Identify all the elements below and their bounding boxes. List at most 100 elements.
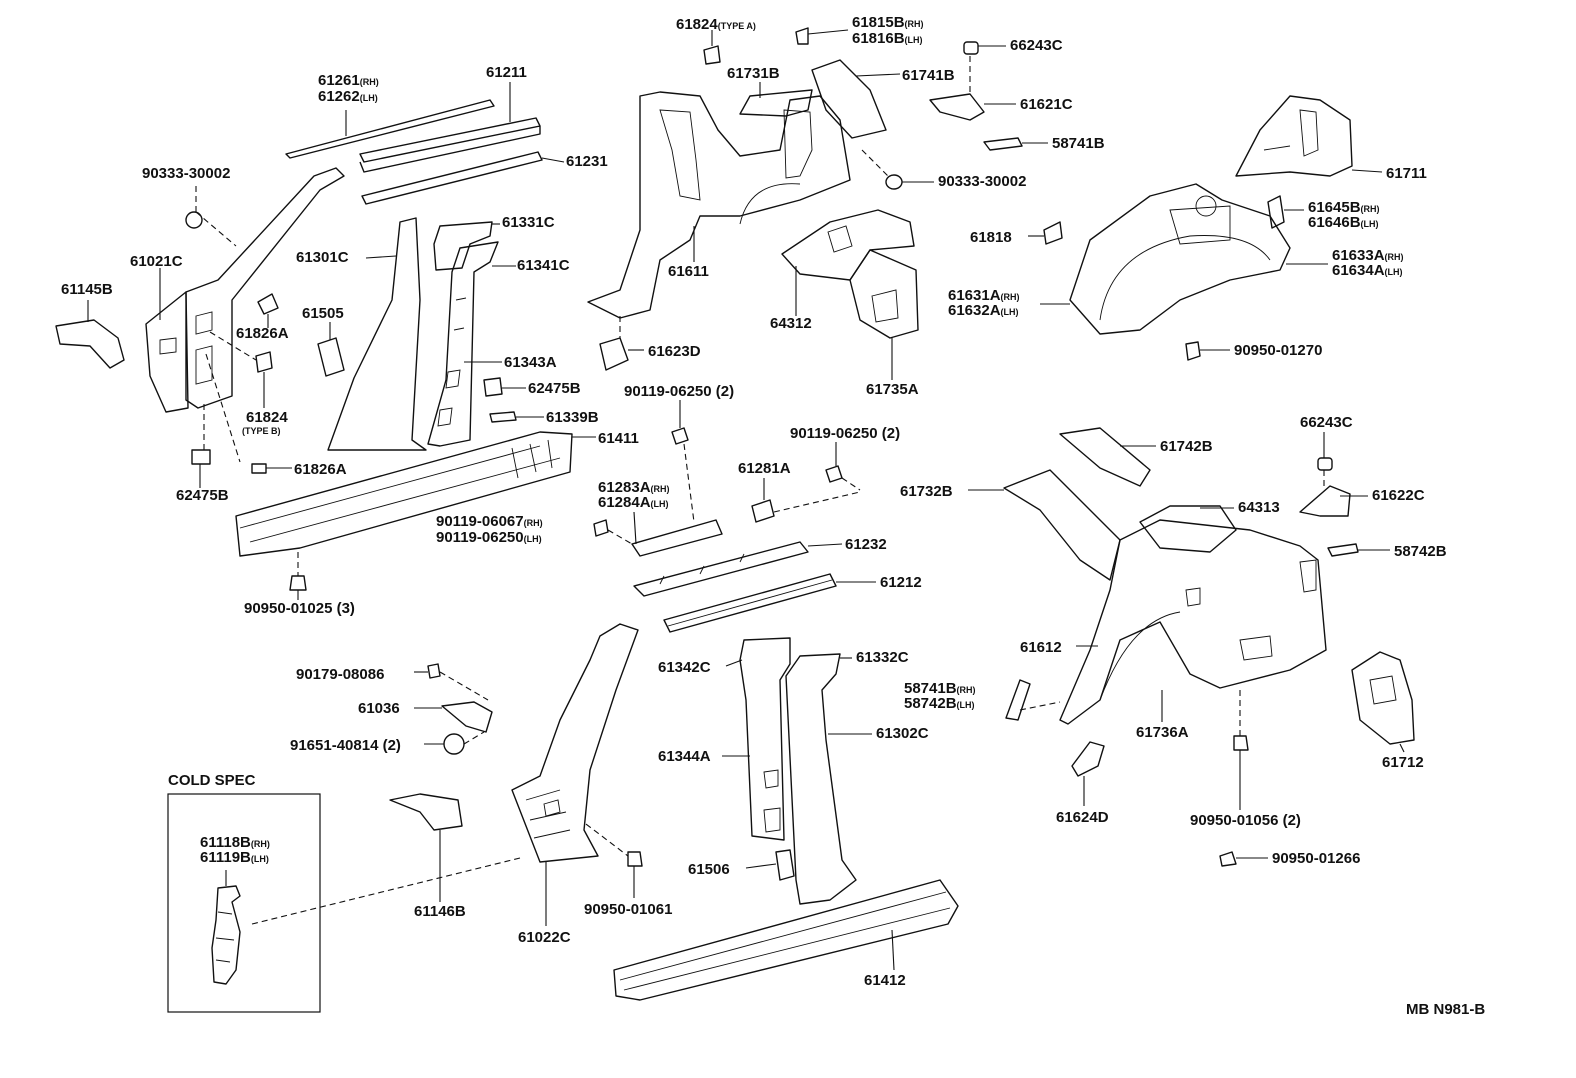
part-label-61736a[interactable]: 61736A xyxy=(1136,724,1189,741)
part-label-62475b-bot[interactable]: 62475B xyxy=(176,487,229,504)
part-label-61815b[interactable]: 61815B(RH) xyxy=(852,14,924,31)
part-label-61624d[interactable]: 61624D xyxy=(1056,809,1109,826)
part-label-61212[interactable]: 61212 xyxy=(880,574,922,591)
part-label-61145b[interactable]: 61145B xyxy=(61,281,113,298)
pad-62475b-bot xyxy=(191,449,211,465)
part-label-61623d[interactable]: 61623D xyxy=(648,343,701,360)
part-label-61331c[interactable]: 61331C xyxy=(502,214,555,231)
part-label-61742b[interactable]: 61742B xyxy=(1160,438,1213,455)
part-label-61633a[interactable]: 61633A(RH) xyxy=(1332,247,1404,264)
part-label-90950-01270[interactable]: 90950-01270 xyxy=(1234,342,1322,359)
part-label-90119-06250-top[interactable]: 90119-06250 (2) xyxy=(624,383,734,400)
front-pillar-detail xyxy=(159,311,213,385)
part-label-61342c[interactable]: 61342C xyxy=(658,659,711,676)
part-label-61261[interactable]: 61261(RH) xyxy=(318,72,379,89)
part-label-61818[interactable]: 61818 xyxy=(970,229,1012,246)
quarter-inner-panel-windows xyxy=(659,109,813,201)
part-label-90333-30002-mid[interactable]: 90333-30002 xyxy=(938,173,1026,190)
part-label-61731b[interactable]: 61731B xyxy=(727,65,780,82)
part-label-90950-01025[interactable]: 90950-01025 (3) xyxy=(244,600,355,617)
bracket-61283a xyxy=(631,519,723,557)
part-label-61735a[interactable]: 61735A xyxy=(866,381,919,398)
part-label-61344a[interactable]: 61344A xyxy=(658,748,711,765)
part-label-61612[interactable]: 61612 xyxy=(1020,639,1062,656)
part-label-61645b[interactable]: 61645B(RH) xyxy=(1308,199,1380,216)
part-label-64312[interactable]: 64312 xyxy=(770,315,812,332)
panel-61711 xyxy=(1235,95,1353,177)
part-label-61646b[interactable]: 61646B(LH) xyxy=(1308,214,1379,231)
part-label-61284a[interactable]: 61284A(LH) xyxy=(598,494,669,511)
part-label-61262[interactable]: 61262(LH) xyxy=(318,88,378,105)
part-label-61632a[interactable]: 61632A(LH) xyxy=(948,302,1019,319)
part-label-61622c[interactable]: 61622C xyxy=(1372,487,1425,504)
part-label-61741b[interactable]: 61741B xyxy=(902,67,955,84)
part-label-61824-type-a[interactable]: 61824(TYPE A) xyxy=(676,16,756,33)
part-label-61826a-bot[interactable]: 61826A xyxy=(294,461,347,478)
part-label-90950-01266[interactable]: 90950-01266 xyxy=(1272,850,1360,867)
rocker-panel-61412 xyxy=(613,879,959,1001)
part-label-61281a[interactable]: 61281A xyxy=(738,460,791,477)
part-label-61343a[interactable]: 61343A xyxy=(504,354,557,371)
part-label-61021c[interactable]: 61021C xyxy=(130,253,183,270)
grommet-90333-left xyxy=(185,211,203,229)
part-label-61826a-top[interactable]: 61826A xyxy=(236,325,289,342)
leader-90119-right-dash xyxy=(841,477,861,491)
part-label-66243c[interactable]: 66243C xyxy=(1010,37,1063,54)
panel-64313 xyxy=(1139,505,1237,553)
part-label-61231[interactable]: 61231 xyxy=(566,153,608,170)
part-label-61824-type-b[interactable]: 61824 xyxy=(246,409,288,426)
bolt-90119-06067 xyxy=(593,519,609,537)
part-label-58741b[interactable]: 58741B xyxy=(1052,135,1105,152)
part-label-91651-40814[interactable]: 91651-40814 (2) xyxy=(290,737,401,754)
part-label-90119-06250-lh[interactable]: 90119-06250(LH) xyxy=(436,529,542,546)
part-label-61332c[interactable]: 61332C xyxy=(856,649,909,666)
part-label-90179-08086[interactable]: 90179-08086 xyxy=(296,666,384,683)
pad-61826a-bot xyxy=(251,463,267,474)
part-label-90950-01061[interactable]: 90950-01061 xyxy=(584,901,672,918)
part-label-61711[interactable]: 61711 xyxy=(1386,165,1427,182)
part-label-61634a[interactable]: 61634A(LH) xyxy=(1332,262,1403,279)
part-label-61411[interactable]: 61411 xyxy=(598,430,639,447)
leader-91651-dash xyxy=(463,731,485,745)
part-label-61232[interactable]: 61232 xyxy=(845,536,887,553)
part-label-61022c[interactable]: 61022C xyxy=(518,929,571,946)
part-label-61036[interactable]: 61036 xyxy=(358,700,400,717)
part-label-61412[interactable]: 61412 xyxy=(864,972,906,989)
part-label-61301c[interactable]: 61301C xyxy=(296,249,349,266)
cold-spec-part-61118b[interactable]: 61118B(RH) xyxy=(200,834,270,851)
part-label-64313[interactable]: 64313 xyxy=(1238,499,1280,516)
part-label-58741b-mid[interactable]: 58741B(RH) xyxy=(904,680,976,697)
part-label-61505[interactable]: 61505 xyxy=(302,305,344,322)
part-label-61339b[interactable]: 61339B xyxy=(546,409,599,426)
part-label-61816b[interactable]: 61816B(LH) xyxy=(852,30,923,47)
part-label-61302c[interactable]: 61302C xyxy=(876,725,929,742)
bolt-90119-right xyxy=(825,465,843,483)
part-label-61621c[interactable]: 61621C xyxy=(1020,96,1073,113)
part-label-62475b-mid[interactable]: 62475B xyxy=(528,380,581,397)
part-label-61631a[interactable]: 61631A(RH) xyxy=(948,287,1020,304)
part-label-61341c[interactable]: 61341C xyxy=(517,257,570,274)
part-label-61283a[interactable]: 61283A(RH) xyxy=(598,479,670,496)
leader-61815b xyxy=(807,29,849,35)
part-label-61506[interactable]: 61506 xyxy=(688,861,730,878)
wheelhouse-assembly xyxy=(1069,183,1291,335)
cold-spec-part-61119b[interactable]: 61119B(LH) xyxy=(200,849,269,866)
part-label-61732b[interactable]: 61732B xyxy=(900,483,953,500)
part-label-90333-30002-left[interactable]: 90333-30002 xyxy=(142,165,230,182)
leader-61506 xyxy=(745,863,777,869)
part-label-61211[interactable]: 61211 xyxy=(486,64,527,81)
quarter-inner-panel-61611 xyxy=(587,91,851,319)
part-label-90119-06067[interactable]: 90119-06067(RH) xyxy=(436,513,543,530)
wheelhouse-assembly-detail xyxy=(1099,195,1271,321)
part-label-61611[interactable]: 61611 xyxy=(668,263,709,280)
part-label-61712[interactable]: 61712 xyxy=(1382,754,1424,771)
part-label-90950-01056[interactable]: 90950-01056 (2) xyxy=(1190,812,1301,829)
part-label-61146b[interactable]: 61146B xyxy=(414,903,466,920)
part-label-58742b-mid[interactable]: 58742B(LH) xyxy=(904,695,975,712)
grommet-90333-mid xyxy=(885,174,903,190)
quarter-inner-panel-arch xyxy=(739,183,801,225)
part-label-58742b-right[interactable]: 58742B xyxy=(1394,543,1447,560)
part-label-90119-06250-right[interactable]: 90119-06250 (2) xyxy=(790,425,900,442)
part-label-66243c-right[interactable]: 66243C xyxy=(1300,414,1353,431)
rail-61232-detail xyxy=(659,553,745,585)
